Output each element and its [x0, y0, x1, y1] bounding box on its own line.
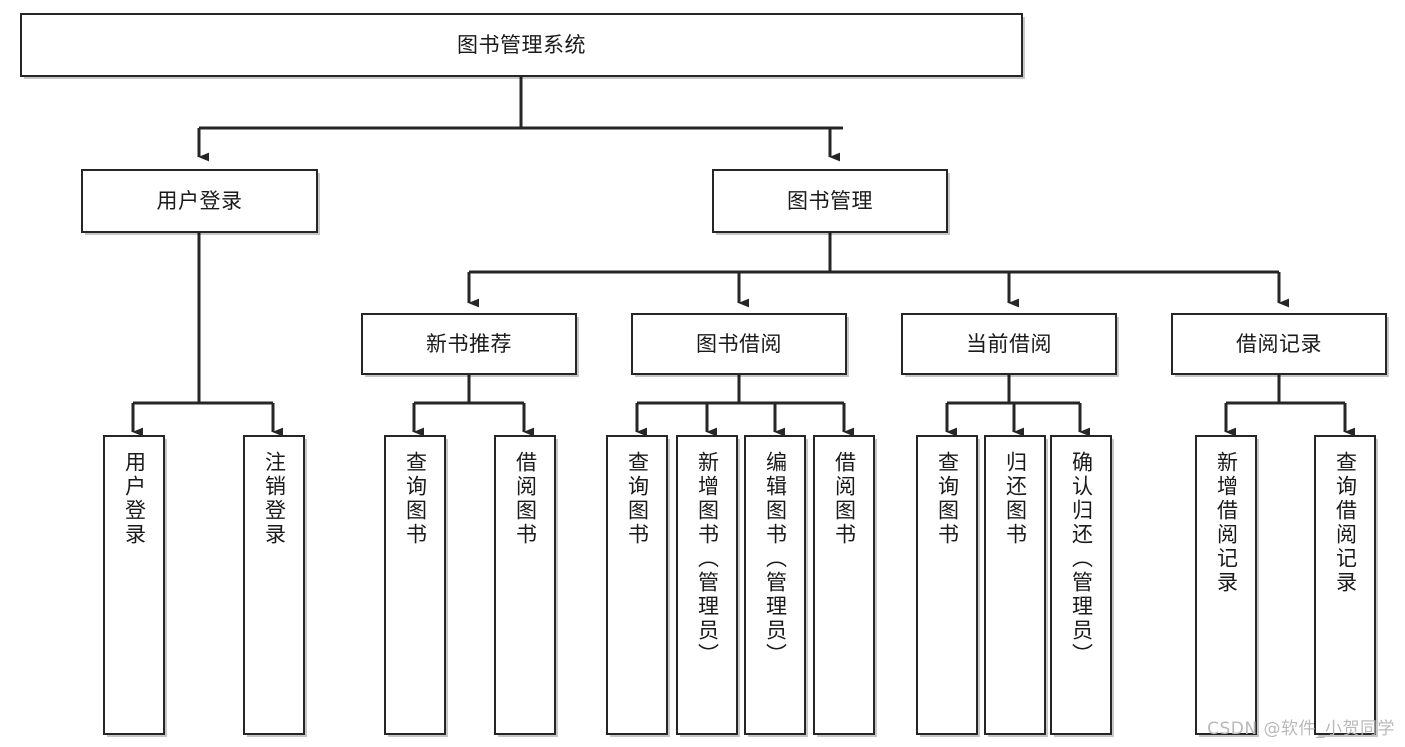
leaf-br-query-record-label: 查询借阅记录 [1333, 451, 1358, 595]
leaf-cb-query-book-label: 查询图书 [935, 451, 960, 547]
node-book-management[interactable]: 图书管理 [712, 169, 948, 233]
leaf-br-add-record[interactable]: 新增借阅记录 [1195, 435, 1257, 735]
leaf-bb-add-book-label: 新增图书（管理员） [695, 451, 720, 667]
leaf-bb-borrow-book-label: 借阅图书 [832, 451, 857, 547]
leaf-cb-confirm-return-label: 确认归还（管理员） [1069, 451, 1094, 667]
leaf-nb-borrow-book-label: 借阅图书 [513, 451, 538, 547]
leaf-br-add-record-label: 新增借阅记录 [1214, 451, 1239, 595]
node-new-book-recommend-label: 新书推荐 [426, 331, 512, 356]
node-borrow-record-label: 借阅记录 [1236, 331, 1322, 356]
leaf-bb-query-book-label: 查询图书 [625, 451, 650, 547]
leaf-bb-borrow-book[interactable]: 借阅图书 [813, 435, 875, 735]
node-user-login-label: 用户登录 [156, 188, 243, 213]
node-root-system-label: 图书管理系统 [457, 32, 586, 57]
leaf-bb-add-book[interactable]: 新增图书（管理员） [676, 435, 738, 735]
node-borrow-record[interactable]: 借阅记录 [1171, 313, 1387, 375]
node-book-borrow[interactable]: 图书借阅 [631, 313, 847, 375]
leaf-user-login[interactable]: 用户登录 [103, 435, 165, 735]
node-book-management-label: 图书管理 [787, 188, 873, 213]
leaf-nb-query-book[interactable]: 查询图书 [384, 435, 446, 735]
leaf-cb-return-book[interactable]: 归还图书 [984, 435, 1046, 735]
leaf-bb-edit-book-label: 编辑图书（管理员） [763, 451, 788, 667]
leaf-br-query-record[interactable]: 查询借阅记录 [1314, 435, 1376, 735]
node-root-system[interactable]: 图书管理系统 [20, 13, 1023, 77]
node-current-borrow[interactable]: 当前借阅 [901, 313, 1117, 375]
leaf-nb-query-book-label: 查询图书 [403, 451, 428, 547]
leaf-logout[interactable]: 注销登录 [243, 435, 305, 735]
leaf-cb-confirm-return[interactable]: 确认归还（管理员） [1050, 435, 1112, 735]
node-new-book-recommend[interactable]: 新书推荐 [361, 313, 577, 375]
node-book-borrow-label: 图书借阅 [696, 331, 782, 356]
leaf-bb-query-book[interactable]: 查询图书 [606, 435, 668, 735]
node-current-borrow-label: 当前借阅 [966, 331, 1052, 356]
leaf-cb-return-book-label: 归还图书 [1003, 451, 1028, 547]
leaf-cb-query-book[interactable]: 查询图书 [916, 435, 978, 735]
leaf-nb-borrow-book[interactable]: 借阅图书 [494, 435, 556, 735]
leaf-bb-edit-book[interactable]: 编辑图书（管理员） [744, 435, 806, 735]
node-user-login[interactable]: 用户登录 [81, 169, 318, 233]
leaf-user-login-label: 用户登录 [122, 451, 147, 547]
leaf-logout-label: 注销登录 [262, 451, 287, 547]
